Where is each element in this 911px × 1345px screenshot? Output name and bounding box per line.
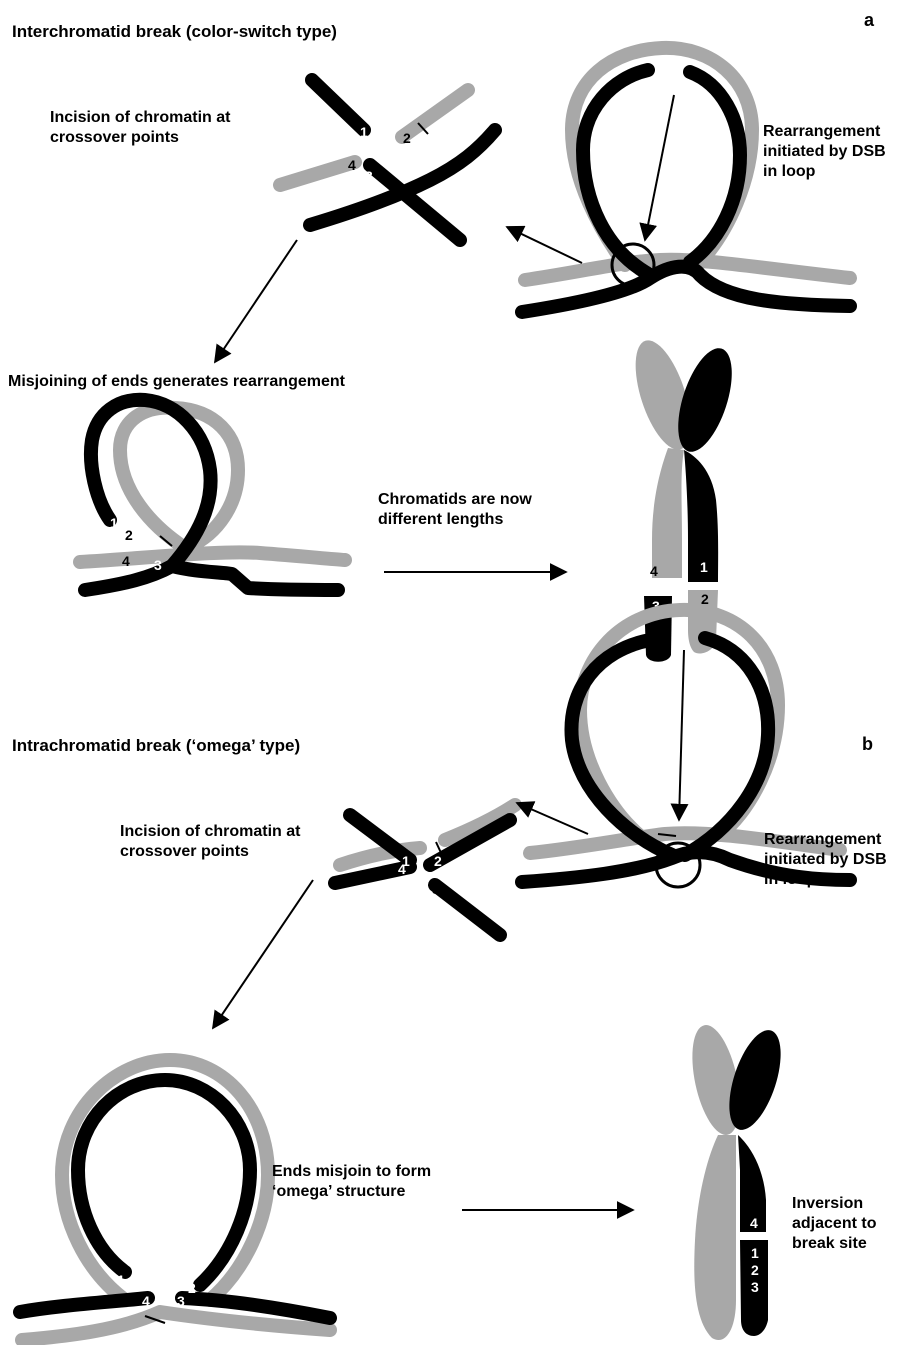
a-arrow-loop-to-incision: [507, 227, 582, 263]
panel-a-dsb-label: Rearrangement initiated by DSB in loop: [763, 122, 886, 182]
a-cross-marker-4: 4: [348, 157, 356, 173]
a-chrom-marker-1: 1: [700, 559, 708, 575]
panel-a-result-label: Chromatids are now different lengths: [378, 490, 532, 530]
a-cross-gray-upper: [402, 90, 468, 137]
b-arrow-break-to-crossover: [679, 650, 684, 820]
b-arrow-incision-to-misjoin: [213, 880, 313, 1028]
panel-b-dsb-label: Rearrangement initiated by DSB in loop: [764, 830, 887, 890]
a-misjoin-black-baseline: [85, 566, 338, 590]
b-cross-marker-4: 4: [398, 861, 406, 877]
b-omega-black-loop: [78, 1080, 250, 1285]
a-chrom-gray-arm-bottom: [652, 448, 684, 578]
panel-a-misjoin-label: Misjoining of ends generates rearrangeme…: [8, 372, 345, 392]
b-arrow-loop-to-incision: [517, 803, 588, 834]
b-chrom-marker-1: 1: [751, 1245, 759, 1261]
b-omega-marker-2: 2: [188, 1280, 196, 1296]
panel-a-incision-label: Incision of chromatin at crossover point…: [50, 108, 230, 148]
panel-b-letter: b: [862, 734, 873, 754]
panel-b-title: Intrachromatid break (‘omega’ type): [12, 736, 300, 756]
panel-b-misjoin-label: Ends misjoin to form ‘omega’ structure: [272, 1162, 431, 1202]
a-cross-black-upper: [312, 80, 364, 130]
panel-b-result-chromosome: 4 1 2 3: [684, 1021, 791, 1340]
a-cross-marker-1: 1: [360, 124, 368, 140]
a-misjoin-marker-2: 2: [125, 527, 133, 543]
a-misjoin-marker-4: 4: [122, 553, 130, 569]
b-cross-marker-2: 2: [434, 853, 442, 869]
b-chrom-marker-2: 2: [751, 1262, 759, 1278]
a-misjoin-marker-1: 1: [110, 515, 118, 531]
b-chrom-marker-3: 3: [751, 1279, 759, 1295]
a-arrow-incision-to-misjoin: [215, 240, 297, 362]
b-omega-black-left-base: [20, 1298, 148, 1312]
a-cross-marker-3: 3: [365, 168, 373, 184]
b-cross-black-lower-right: [435, 885, 500, 935]
a-misjoin-black-loop: [91, 400, 211, 566]
a-cross-marker-2: 2: [403, 130, 411, 146]
b-omega-marker-3: 3: [177, 1293, 185, 1309]
b-chrom-marker-4: 4: [750, 1215, 758, 1231]
panel-b-incision-cross: 1 2 3 4: [335, 805, 515, 935]
panel-a-title: Interchromatid break (color-switch type): [12, 22, 337, 42]
b-cross-marker-3: 3: [432, 881, 440, 897]
a-loop-black-ring: [583, 70, 740, 275]
b-chrom-gray-arm-bottom: [694, 1135, 736, 1340]
panel-b-incision-label: Incision of chromatin at crossover point…: [120, 822, 300, 862]
b-omega-gray-loop: [62, 1060, 268, 1300]
a-misjoin-gray-line: [80, 552, 345, 562]
panel-a-letter: a: [864, 10, 874, 30]
panel-a-misjoined-loop: 1 2 3 4: [80, 400, 345, 590]
panel-b-result-label: Inversion adjacent to break site: [792, 1194, 876, 1254]
b-omega-marker-1: 1: [117, 1272, 125, 1288]
a-misjoin-marker-3: 3: [154, 557, 162, 573]
panel-a-incision-cross: 1 2 3 4: [280, 80, 495, 240]
a-arrow-break-to-crossover: [645, 95, 674, 240]
a-chrom-marker-4: 4: [650, 563, 658, 579]
b-omega-marker-4: 4: [142, 1293, 150, 1309]
a-cross-gray-lower: [280, 162, 355, 185]
a-misjoin-gray-loop: [120, 408, 238, 548]
